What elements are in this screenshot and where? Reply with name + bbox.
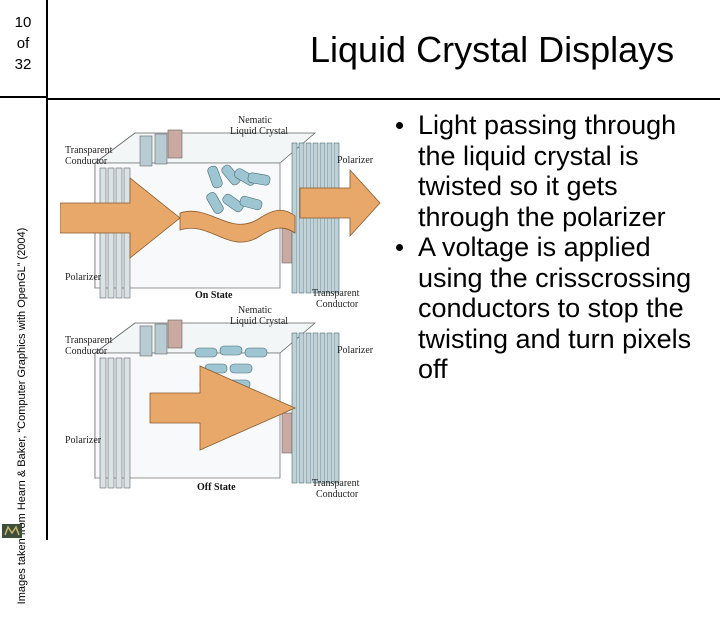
corner-logo-icon: [2, 524, 22, 538]
off-nematic-label-1: Nematic: [238, 305, 272, 316]
on-conductor-bottom-label-2: Conductor: [316, 299, 359, 310]
slide-title: Liquid Crystal Displays: [310, 29, 675, 70]
on-polarizer-right-label: Polarizer: [337, 155, 374, 166]
on-conductor-bottom-label-1: Transparent: [312, 288, 360, 299]
title-bar: [48, 0, 720, 100]
off-conductor-bottom-label-2: Conductor: [316, 489, 359, 500]
left-sidebar: Images taken from Hearn & Baker, “Comput…: [0, 98, 48, 604]
off-polarizer-right-label: Polarizer: [337, 345, 374, 356]
off-polarizer-left-label: Polarizer: [65, 435, 102, 446]
on-polarizer-left-label: Polarizer: [65, 272, 102, 283]
bullet-item: A voltage is applied using the crisscros…: [394, 232, 714, 385]
image-credit: Images taken from Hearn & Baker, “Comput…: [16, 227, 28, 605]
off-conductor-left-label-2: Conductor: [65, 346, 108, 357]
off-state-diagram: Nematic Liquid Crystal Transparent Condu…: [65, 305, 374, 500]
on-conductor-left-label-2: Conductor: [65, 156, 108, 167]
on-state-diagram: Nematic Liquid Crystal Transparent Condu…: [60, 115, 381, 310]
on-conductor-left-label-1: Transparent: [65, 145, 113, 156]
off-state-label: Off State: [197, 482, 236, 493]
bullet-item: Light passing through the liquid crystal…: [394, 110, 714, 232]
bullet-list: Light passing through the liquid crystal…: [394, 110, 714, 385]
slide-number-of: of: [16, 35, 30, 52]
off-conductor-left-label-1: Transparent: [65, 335, 113, 346]
on-nematic-label-2: Liquid Crystal: [230, 126, 288, 137]
slide-number: 10 of 32: [0, 0, 48, 98]
on-nematic-label-1: Nematic: [238, 115, 272, 126]
lcd-diagram: Nematic Liquid Crystal Transparent Condu…: [60, 115, 381, 500]
slide-number-current: 10: [14, 14, 32, 31]
slide-number-total: 32: [14, 56, 32, 73]
off-conductor-bottom-label-1: Transparent: [312, 478, 360, 489]
on-state-label: On State: [195, 290, 233, 301]
off-nematic-label-2: Liquid Crystal: [230, 316, 288, 327]
